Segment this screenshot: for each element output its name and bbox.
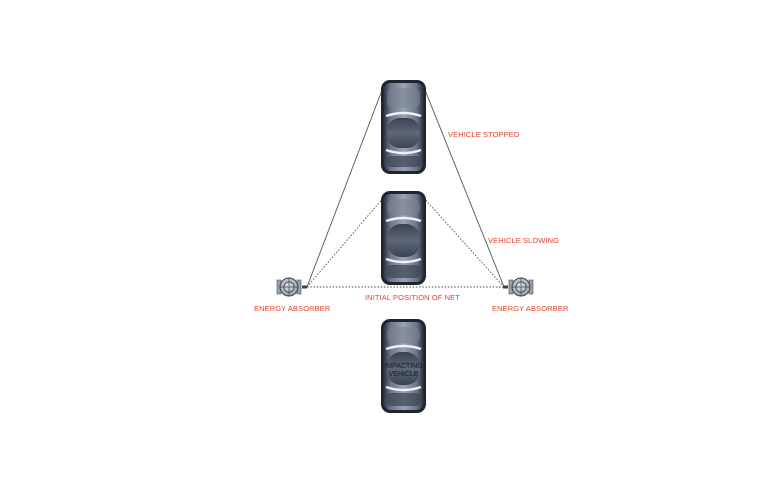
label-energy-absorber-right: ENERGY ABSORBER xyxy=(492,304,569,313)
impacting-vehicle-label-line2: VEHICLE xyxy=(389,371,419,378)
vehicle-stopped-car xyxy=(381,80,426,174)
impacting-vehicle-label-line1: IMPACTING xyxy=(384,363,422,370)
label-vehicle-stopped: VEHICLE STOPPED xyxy=(448,130,520,139)
energy-absorber-right-icon xyxy=(503,277,534,297)
label-initial-position-of-net: INITIAL POSITION OF NET xyxy=(365,293,460,302)
label-energy-absorber-left: ENERGY ABSORBER xyxy=(254,304,331,313)
energy-absorber-left-icon xyxy=(276,277,307,297)
vehicle-impacting-car: IMPACTING VEHICLE xyxy=(381,319,426,413)
label-vehicle-slowing: VEHICLE SLOWING xyxy=(488,236,559,245)
vehicle-slowing-car xyxy=(381,191,426,285)
net-slowing xyxy=(306,196,505,288)
